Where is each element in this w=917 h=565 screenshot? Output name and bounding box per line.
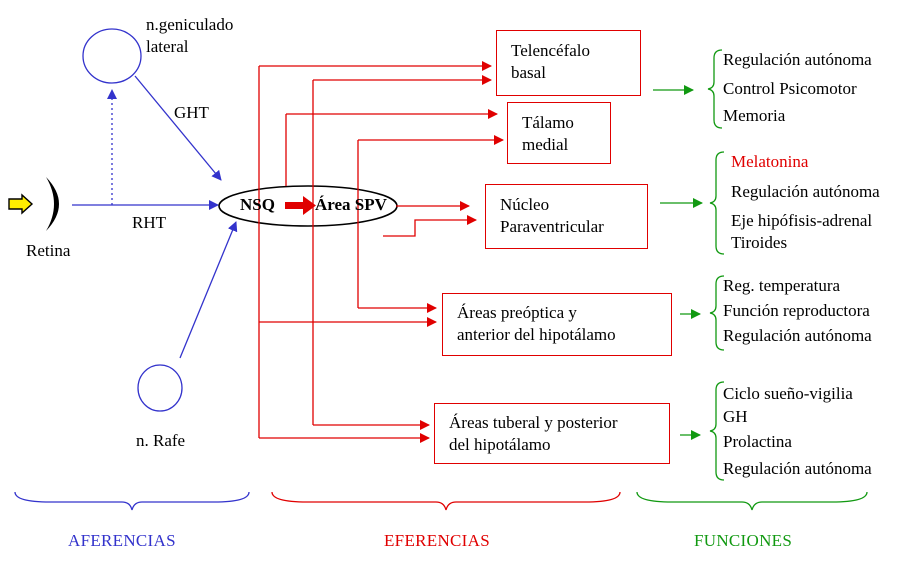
function-item: Regulación autónoma — [723, 50, 872, 69]
function-lines — [636, 49, 868, 511]
geniculate-label-line2: lateral — [146, 37, 189, 56]
target-label: Núcleo — [500, 195, 550, 214]
rht-label: RHT — [132, 213, 166, 232]
afferent-lines — [14, 28, 250, 511]
afferents-heading: AFERENCIAS — [68, 531, 176, 550]
target-box-tuberal: Áreas tuberal y posterior del hipotálamo — [434, 403, 670, 464]
target-label: Telencéfalo — [511, 41, 591, 60]
retina-symbol — [8, 177, 59, 231]
raphe-arrow — [179, 221, 238, 359]
nsq-spv-arrow-icon — [285, 196, 316, 215]
function-brace-3 — [709, 275, 725, 351]
function-item: Reg. temperatura — [723, 276, 841, 295]
ght-label: GHT — [174, 103, 209, 122]
raphe-label: n. Rafe — [136, 431, 186, 450]
function-item: Función reproductora — [723, 301, 870, 320]
functions-heading: FUNCIONES — [694, 531, 793, 550]
function-item: Regulación autónoma — [723, 459, 872, 478]
efferents-heading: EFERENCIAS — [384, 531, 490, 550]
target-label: basal — [511, 63, 546, 82]
function-brace-4 — [709, 381, 725, 481]
function-item: Ciclo sueño-vigilia — [723, 384, 853, 403]
target-box-paraventricular: Núcleo Paraventricular — [485, 184, 648, 249]
function-brace-1 — [707, 49, 723, 129]
target-label: medial — [522, 135, 569, 154]
geniculate-nucleus-circle — [82, 28, 142, 84]
nsq-label: NSQ — [240, 195, 275, 214]
function-item: Eje hipófisis-adrenal — [731, 211, 873, 230]
function-item: Regulación autónoma — [723, 326, 872, 345]
target-label: Paraventricular — [500, 217, 604, 236]
function-item-melatonina: Melatonina — [731, 152, 809, 171]
light-arrow-icon — [8, 193, 34, 215]
function-item: Prolactina — [723, 432, 792, 451]
geniculate-label-line1: n.geniculado — [146, 15, 234, 34]
target-label: Tálamo — [522, 113, 574, 132]
function-item: GH — [723, 407, 748, 426]
spv-label: Área SPV — [315, 195, 387, 214]
ght-arrow — [134, 75, 222, 181]
efferent-brace — [271, 491, 621, 511]
target-box-preoptica: Áreas preóptica y anterior del hipotálam… — [442, 293, 672, 356]
raphe-nucleus-circle — [137, 364, 183, 412]
function-item: Tiroides — [731, 233, 788, 252]
retina-crescent-icon — [46, 177, 59, 231]
function-item: Memoria — [723, 106, 786, 125]
function-item: Control Psicomotor — [723, 79, 857, 98]
target-box-talamo: Tálamo medial — [507, 102, 611, 164]
retina-label: Retina — [26, 241, 71, 260]
function-item: Regulación autónoma — [731, 182, 880, 201]
functions-brace — [636, 491, 868, 511]
function-brace-2 — [709, 151, 725, 255]
efferent-lines — [218, 61, 621, 511]
target-box-telencefalo: Telencéfalo basal — [496, 30, 641, 96]
afferent-brace — [14, 491, 250, 511]
target-label: del hipotálamo — [449, 435, 551, 454]
target-label: Áreas preóptica y — [457, 303, 577, 322]
target-label: Áreas tuberal y posterior — [449, 413, 618, 432]
target-label: anterior del hipotálamo — [457, 325, 616, 344]
